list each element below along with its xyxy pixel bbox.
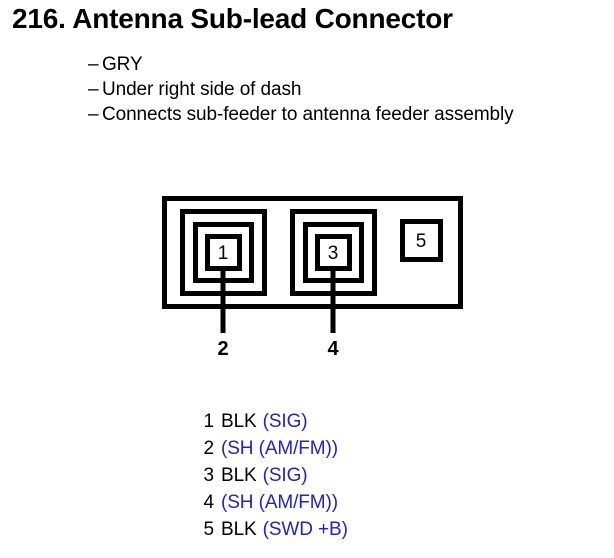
description-text: Under right side of dash bbox=[102, 79, 302, 100]
dash-bullet-icon: – bbox=[88, 54, 99, 75]
pin-number: 4 bbox=[203, 492, 215, 513]
pin-1-inner-square bbox=[205, 234, 242, 271]
pin-list-row: 1 BLK(SIG) bbox=[196, 408, 348, 435]
pin-number: 5 bbox=[203, 519, 215, 540]
description-line: –GRY bbox=[88, 52, 608, 77]
pin-3-label: 3 bbox=[328, 243, 339, 264]
pin-signal-name: (SH (AM/FM)) bbox=[221, 492, 338, 513]
description-text: Connects sub-feeder to antenna feeder as… bbox=[102, 104, 514, 125]
description-line: –Connects sub-feeder to antenna feeder a… bbox=[88, 102, 608, 127]
pin-number: 2 bbox=[203, 438, 215, 459]
pin-wire-color: BLK bbox=[221, 411, 257, 432]
pin-list-row: 2 (SH (AM/FM)) bbox=[196, 435, 348, 462]
page-title: 216. Antenna Sub-lead Connector bbox=[12, 3, 453, 34]
pin-signal-name: (SH (AM/FM)) bbox=[221, 438, 338, 459]
pin-5-label: 5 bbox=[416, 231, 427, 252]
description-line: –Under right side of dash bbox=[88, 77, 608, 102]
pin-wire-color: BLK bbox=[221, 519, 257, 540]
connector-diagram-svg: 1 3 5 2 4 bbox=[162, 196, 463, 360]
pin-list-row: 3 BLK(SIG) bbox=[196, 462, 348, 489]
pin-number: 3 bbox=[203, 465, 215, 486]
dash-bullet-icon: – bbox=[88, 79, 99, 100]
description-text: GRY bbox=[102, 54, 143, 75]
pin-4-label: 4 bbox=[327, 338, 339, 360]
pin-list-row: 5 BLK(SWD +B) bbox=[196, 516, 348, 543]
pin-signal-name: (SIG) bbox=[262, 411, 308, 432]
connector-diagram: 1 3 5 2 4 bbox=[150, 185, 480, 360]
pin-list-row: 4 (SH (AM/FM)) bbox=[196, 489, 348, 516]
pin-1-label: 1 bbox=[218, 243, 229, 264]
pin-signal-name: (SIG) bbox=[262, 465, 308, 486]
pin-2-label: 2 bbox=[217, 338, 228, 360]
pin-wire-color: BLK bbox=[221, 465, 257, 486]
pin-number: 1 bbox=[203, 411, 215, 432]
description-list: –GRY –Under right side of dash –Connects… bbox=[88, 52, 608, 127]
pin-signal-name: (SWD +B) bbox=[262, 519, 348, 540]
pin-5-square bbox=[400, 219, 443, 262]
dash-bullet-icon: – bbox=[88, 104, 99, 125]
